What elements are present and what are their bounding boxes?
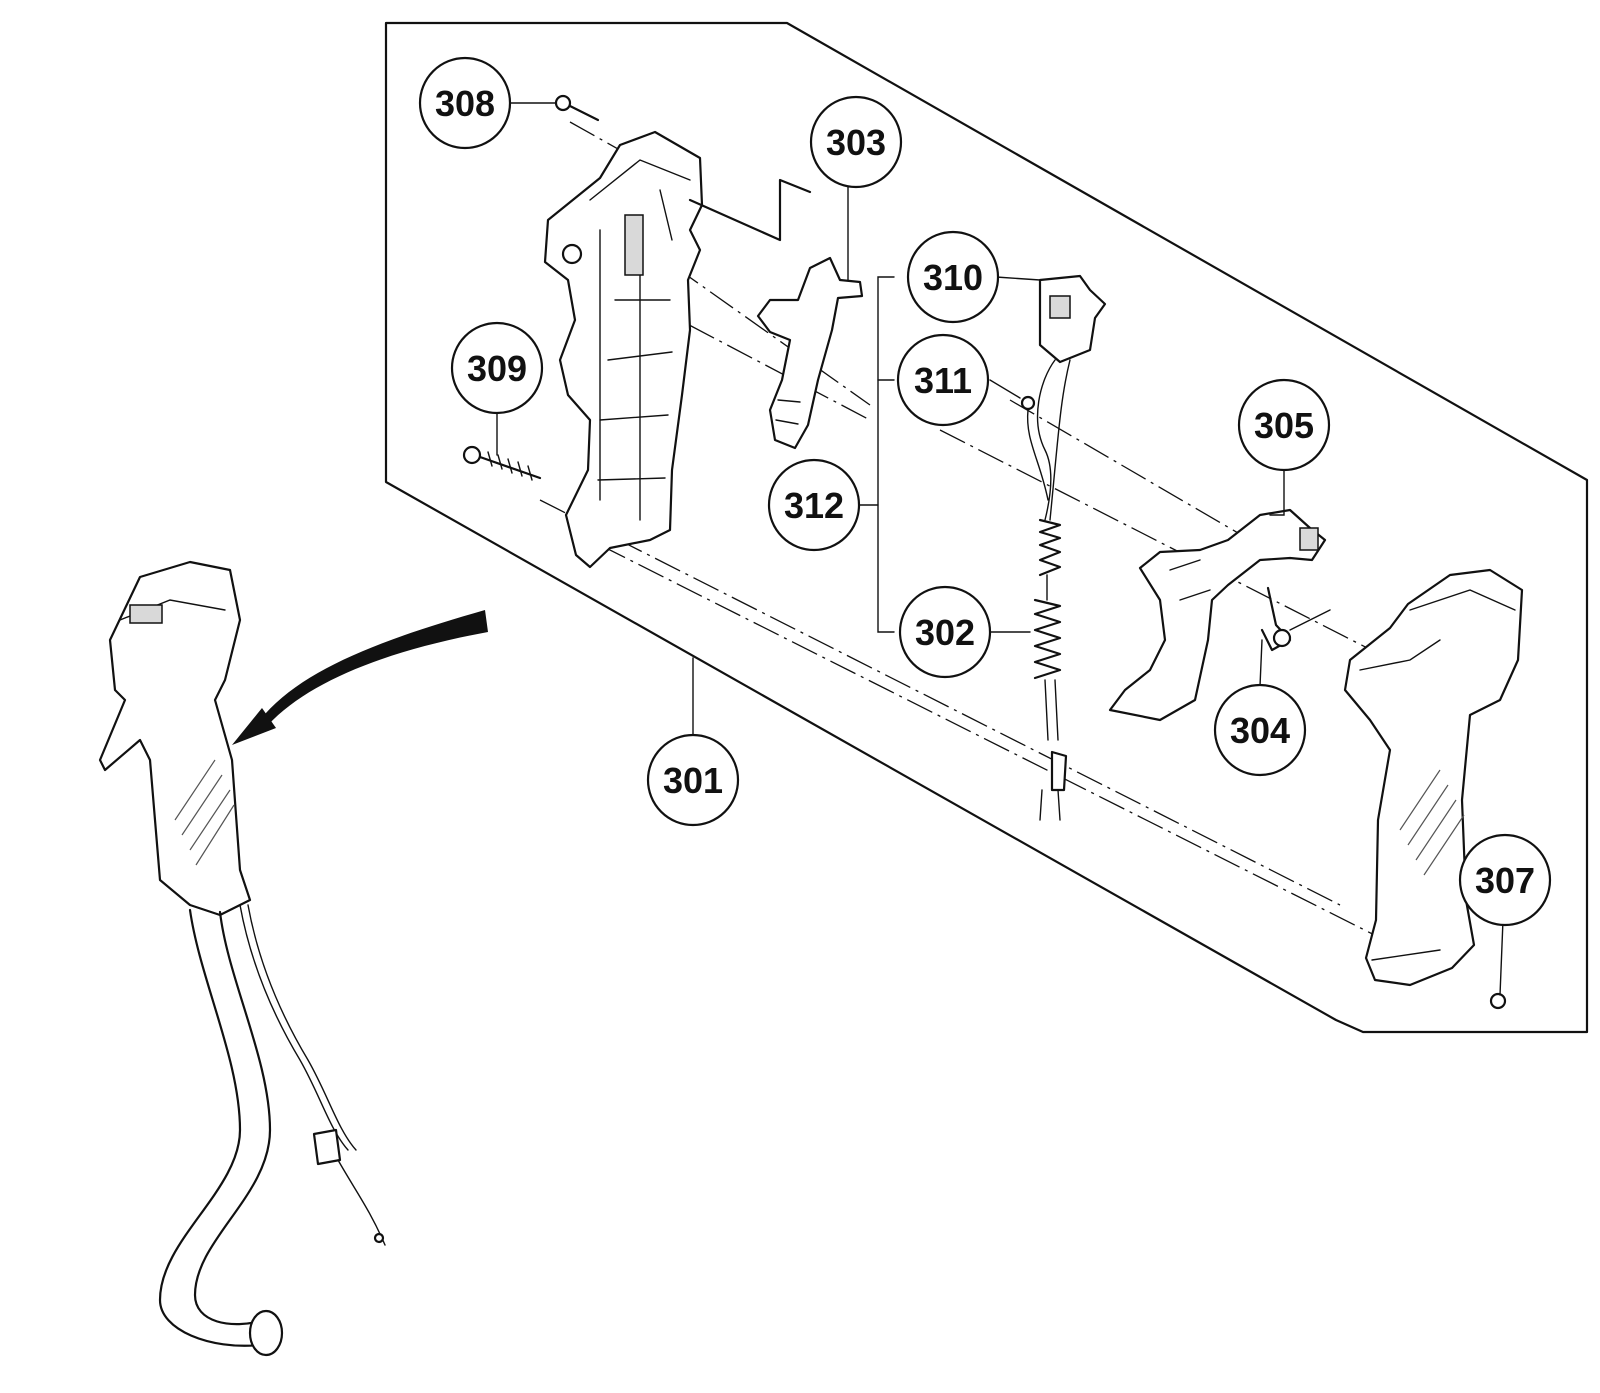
screw-308-part <box>462 445 542 481</box>
callouts: 308 309 303 310 311 312 302 305 <box>418 56 1552 927</box>
svg-text:311: 311 <box>914 360 972 401</box>
handle-right-housing-part <box>1343 568 1524 1010</box>
callout-308: 309 <box>450 321 544 415</box>
svg-text:301: 301 <box>663 760 723 801</box>
svg-text:305: 305 <box>1254 405 1314 446</box>
callout-310: 310 <box>906 230 1000 324</box>
svg-text:308: 308 <box>435 83 495 124</box>
callout-312: 312 <box>767 458 861 552</box>
lock-lever-303-part <box>688 178 864 450</box>
callout-304: 304 <box>1213 683 1307 777</box>
exploded-view-frame <box>384 21 1589 1034</box>
svg-text:307: 307 <box>1475 860 1535 901</box>
assembly-direction-arrow <box>232 610 488 745</box>
callout-301: 301 <box>646 733 740 827</box>
switch-wire-assembly-part <box>1020 274 1107 821</box>
callout-303: 303 <box>809 95 903 189</box>
callout-309: 307 <box>1458 833 1552 927</box>
callout-311: 311 <box>896 333 990 427</box>
svg-text:312: 312 <box>784 485 844 526</box>
svg-text:309: 309 <box>467 348 527 389</box>
throttle-trigger-305-part <box>1108 508 1327 722</box>
spring-302-part <box>1033 518 1062 680</box>
svg-text:303: 303 <box>826 122 886 163</box>
screw-307-part <box>554 94 600 122</box>
callout-307: 308 <box>418 56 512 150</box>
callout-302: 302 <box>898 585 992 679</box>
callout-305: 305 <box>1237 378 1331 472</box>
handle-left-housing-part <box>543 130 704 569</box>
svg-text:310: 310 <box>923 257 983 298</box>
svg-text:304: 304 <box>1230 710 1290 751</box>
assembled-handle-illustration <box>98 560 386 1357</box>
spring-clip-304-part <box>1260 586 1331 652</box>
svg-text:302: 302 <box>915 612 975 653</box>
